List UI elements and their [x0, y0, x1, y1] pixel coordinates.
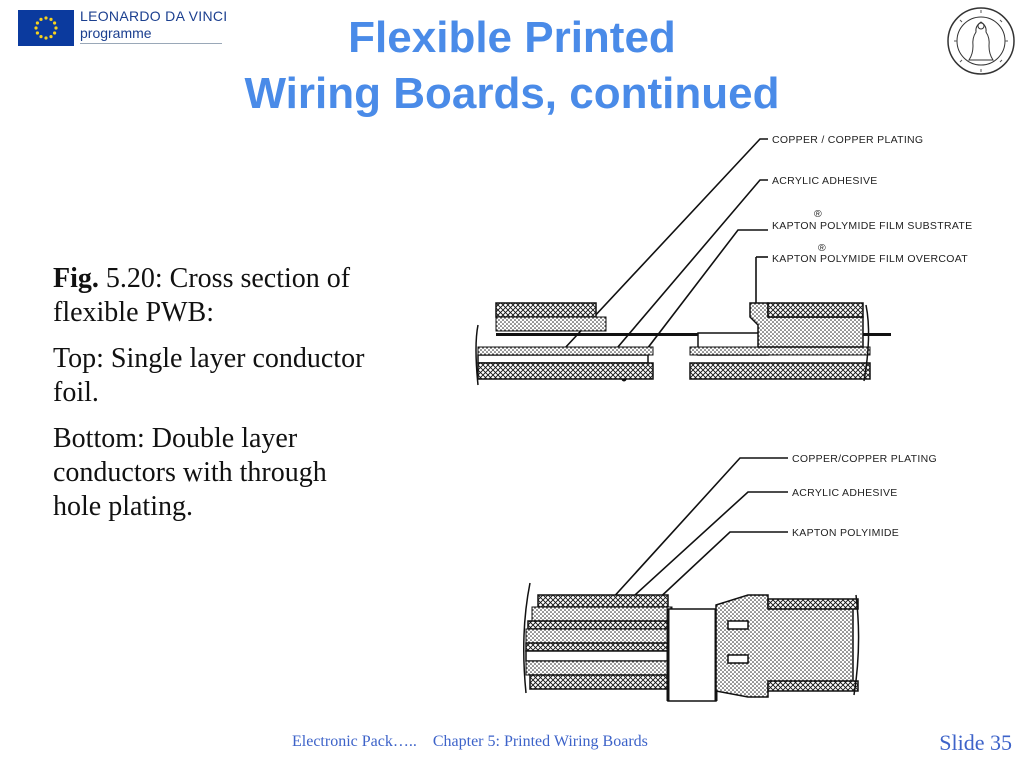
pwb-cross-section-figure: COPPER / COPPER PLATING ACRYLIC ADHESIVE… [468, 125, 998, 725]
bottom-label-polyimide: KAPTON POLYIMIDE [792, 527, 899, 539]
bottom-cross-section: COPPER/COPPER PLATING ACRYLIC ADHESIVE K… [523, 453, 937, 702]
leonardo-logo: LEONARDO DA VINCI programme [80, 8, 228, 44]
top-label-copper: COPPER / COPPER PLATING [772, 134, 923, 146]
footer-course: Electronic Pack….. [292, 733, 417, 750]
top-label-substrate: KAPTON POLYMIDE FILM SUBSTRATE [772, 220, 972, 232]
footer-chapter: Chapter 5: Printed Wiring Boards [432, 733, 648, 750]
title-line2: Wiring Boards, continued [244, 69, 780, 118]
logo-line1: LEONARDO DA VINCI [80, 8, 228, 24]
slide-title: Flexible Printed Wiring Boards, continue… [180, 10, 844, 122]
top-cross-section: COPPER / COPPER PLATING ACRYLIC ADHESIVE… [475, 134, 972, 386]
logo-line2: programme [80, 25, 222, 44]
bottom-label-adhesive: ACRYLIC ADHESIVE [792, 487, 898, 499]
fig-caption-text: 5.20: Cross section of flexible PWB: [53, 263, 351, 328]
title-line1: Flexible Printed [348, 13, 676, 62]
fig-label: Fig. [53, 263, 99, 294]
slide-number: Slide 35 [939, 730, 1012, 755]
top-label-adhesive: ACRYLIC ADHESIVE [772, 175, 878, 187]
top-label-overcoat-reg: ® [818, 242, 826, 254]
body-text: Fig. 5.20: Cross section of flexible PWB… [53, 262, 373, 536]
bottom-label-copper: COPPER/COPPER PLATING [792, 453, 937, 465]
top-description: Top: Single layer conductor foil. [53, 343, 365, 408]
bottom-description: Bottom: Double layer conductors with thr… [53, 423, 327, 522]
footer: Electronic Pack….. Chapter 5: Printed Wi… [292, 733, 648, 751]
university-seal-icon [946, 6, 1016, 76]
figure-caption: Fig. 5.20: Cross section of flexible PWB… [53, 262, 373, 330]
eu-flag-icon [18, 10, 74, 46]
top-label-substrate-reg: ® [814, 208, 822, 220]
top-label-overcoat: KAPTON POLYMIDE FILM OVERCOAT [772, 253, 968, 265]
